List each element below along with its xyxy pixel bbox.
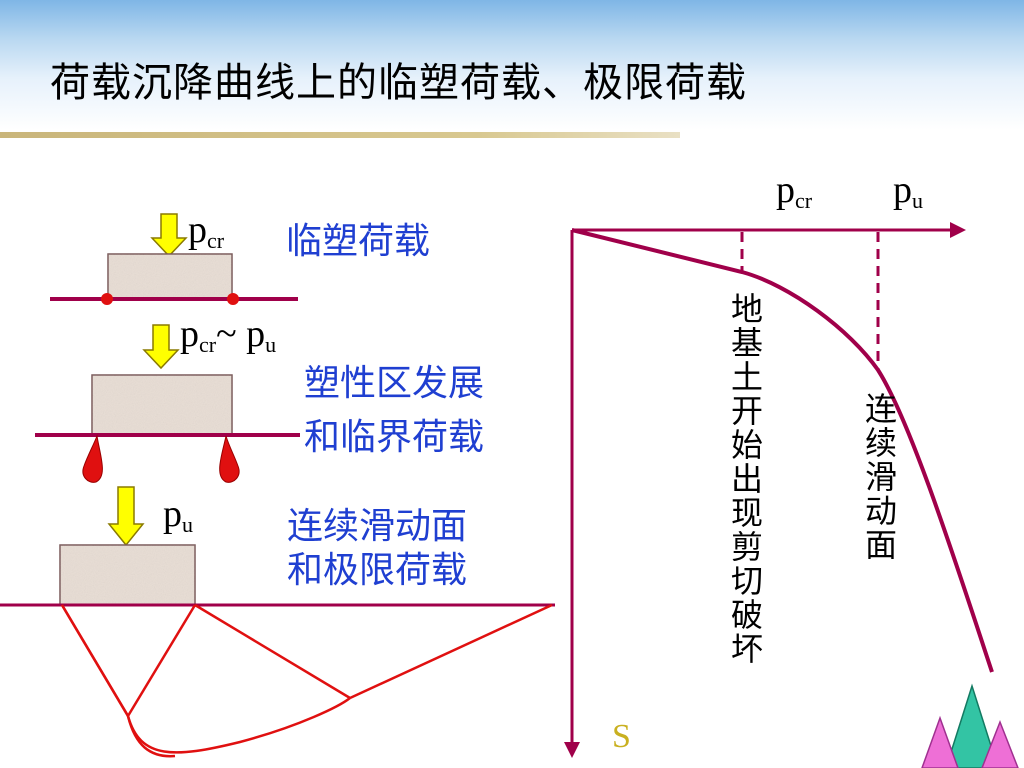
stage3-pu-label: pu [163,493,193,537]
triangle-decoration-icon [921,683,1019,768]
title-underline [0,132,680,138]
plastic-zone-left [82,434,103,483]
stage2-diagram [35,324,300,483]
shear-failure-note: 地基土开始出现剪切破坏 [726,292,764,666]
stage3-caption-line1: 连续滑动面 [287,506,468,547]
stage1-pcr-label: pcr [188,209,225,253]
stage2-load-range-label: pcr~ pu [180,313,277,357]
slip-surface [60,603,553,758]
stage3-diagram [0,486,555,758]
p-axis-arrowhead [950,222,966,238]
page-title: 荷载沉降曲线上的临塑荷载、极限荷载 [50,60,747,106]
graph-pu-label: pu [893,169,923,213]
stage2-caption-line2: 和临界荷载 [304,417,485,458]
s-axis-label: S [612,718,631,755]
stage3-caption-line2: 和极限荷载 [287,550,468,591]
down-arrow-icon [142,324,180,370]
s-axis-arrowhead [564,742,580,758]
stage1-caption: 临塑荷载 [286,221,431,262]
stage2-caption-line1: 塑性区发展 [304,363,485,404]
down-arrow-icon [150,213,188,258]
load-settlement-graph [564,222,994,758]
plastic-zone-right [219,435,240,483]
down-arrow-icon [107,486,145,547]
plastic-point-right [227,293,239,305]
plastic-point-left [101,293,113,305]
header-banner [0,0,1024,130]
stage1-diagram [50,213,298,305]
graph-pcr-label: pcr [776,169,813,213]
load-settlement-curve [571,228,994,673]
slip-surface-note: 连续滑动面 [860,392,898,562]
